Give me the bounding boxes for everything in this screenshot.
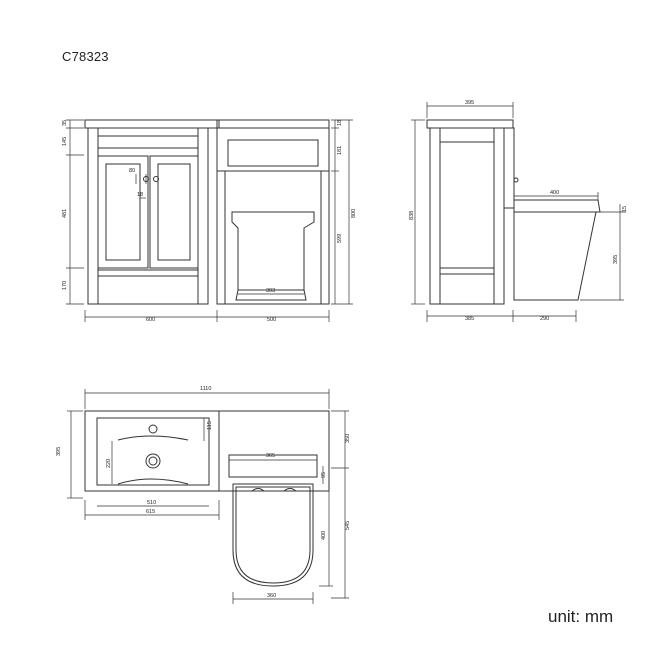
top-dim-waste-offset: 220 — [106, 459, 112, 468]
top-dim-pan-total: 545 — [345, 521, 351, 530]
side-dim-pan-length: 400 — [550, 190, 559, 196]
dim-handle-spacing: 80 — [129, 168, 135, 174]
side-top — [426, 119, 514, 129]
dim-cistern-panel: 181 — [337, 146, 343, 155]
door-knob-right — [153, 176, 159, 182]
front-view: 35 145 481 170 80 18 600 500 18 181 599 … — [62, 119, 357, 323]
dim-top-thickness: 35 — [62, 120, 68, 126]
dim-drawer-height: 145 — [62, 137, 68, 146]
top-dim-basin-width: 615 — [146, 509, 155, 515]
top-dim-hinge-offset: 95 — [321, 472, 327, 478]
dim-vanity-width: 600 — [146, 317, 155, 323]
side-dim-pan-height: 395 — [613, 255, 619, 264]
top-pan — [232, 483, 314, 587]
dim-handle-offset: 18 — [137, 192, 143, 198]
cistern-panel — [227, 139, 319, 167]
top-dim-cistern-depth: 350 — [345, 434, 351, 443]
vanity-body — [87, 127, 209, 305]
vanity-door-left — [97, 155, 149, 269]
tap-hole — [148, 424, 158, 434]
dim-toilet-width: 500 — [267, 317, 276, 323]
product-code: C78323 — [62, 49, 109, 64]
side-dim-pan-projection: 290 — [540, 316, 549, 322]
dim-total-height: 800 — [351, 209, 357, 218]
vanity-top — [84, 119, 220, 129]
dim-door-height: 481 — [62, 209, 68, 218]
side-dim-cabinet-depth: 385 — [465, 316, 474, 322]
front-pan — [231, 211, 315, 291]
vanity-door-right — [149, 155, 199, 269]
dim-leg-height: 170 — [62, 281, 68, 290]
dim-pan-width: 303 — [266, 288, 275, 294]
side-seat — [513, 199, 601, 213]
basin-rim-bottom — [117, 478, 189, 485]
dim-cistern-top: 18 — [337, 120, 343, 126]
waste-outer — [145, 453, 161, 469]
basin-rim-top — [117, 435, 189, 441]
top-dim-basin-depth: 395 — [56, 447, 62, 456]
top-dim-basin-inner: 510 — [147, 500, 156, 506]
dim-toilet-panel: 599 — [337, 234, 343, 243]
top-basin-counter — [84, 410, 330, 492]
side-dim-total-height: 838 — [409, 211, 415, 220]
top-view: 1110 395 115 220 510 615 350 365 95 400 … — [56, 386, 351, 604]
top-dim-seat-width: 365 — [266, 453, 275, 459]
top-dim-tap-offset: 115 — [207, 421, 213, 430]
top-dim-overall-width: 1110 — [200, 386, 211, 392]
side-dim-depth-top: 395 — [465, 100, 474, 106]
side-pan — [513, 211, 597, 301]
toilet-unit-frame — [216, 127, 330, 305]
unit-label: unit: mm — [548, 607, 614, 626]
waste-inner — [148, 456, 158, 466]
side-view: 395 838 385 290 400 15 395 — [409, 100, 628, 322]
top-dim-pan-length: 400 — [321, 531, 327, 540]
side-dim-seat: 15 — [622, 206, 628, 212]
top-dim-pan-width: 360 — [267, 593, 276, 599]
vanity-drawer-rail — [97, 135, 199, 149]
